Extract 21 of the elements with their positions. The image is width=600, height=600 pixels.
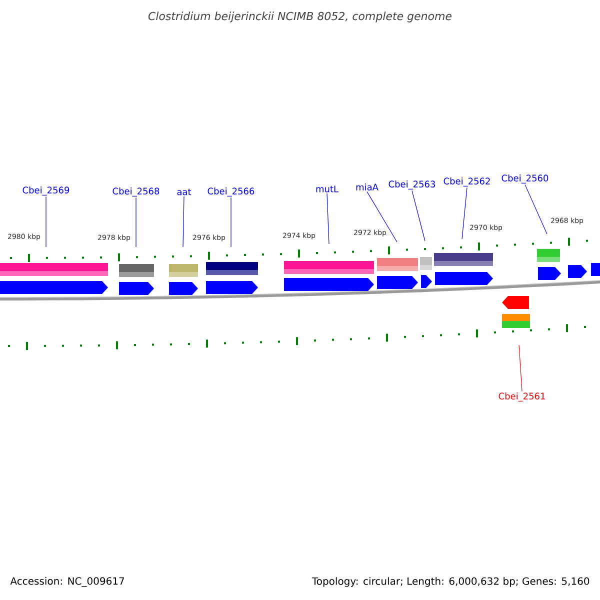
leader-line (524, 184, 548, 234)
gene-label: Cbei_2566 (208, 188, 254, 196)
leader-line (462, 187, 468, 240)
gene-label: Cbei_2560 (502, 174, 548, 184)
gene-label: mutL (316, 186, 338, 192)
gene-label: Cbei_2569 (22, 186, 70, 196)
footer-text: Accession: NC_009617 (10, 577, 124, 587)
gene-label: aat (177, 188, 192, 196)
gene-label: Cbei_2562 (444, 178, 490, 186)
footer-text: Topology: circular; Length: 6,000,632 bp; Genes: 5,160 (312, 577, 590, 587)
gene-label: miaA (356, 184, 378, 190)
gene-label: Cbei_2568 (112, 188, 160, 196)
title: Clostridium beijerinckii NCIMB 8052, complete genome (148, 12, 452, 22)
gene-label: Cbei_2561 (498, 392, 545, 402)
leader-line (518, 344, 522, 392)
leader-line (366, 191, 398, 242)
leader-line (412, 190, 426, 242)
gene-label: Cbei_2563 (388, 180, 435, 190)
leader-line (182, 196, 184, 248)
leader-line (230, 197, 232, 248)
leader-line (326, 193, 330, 244)
